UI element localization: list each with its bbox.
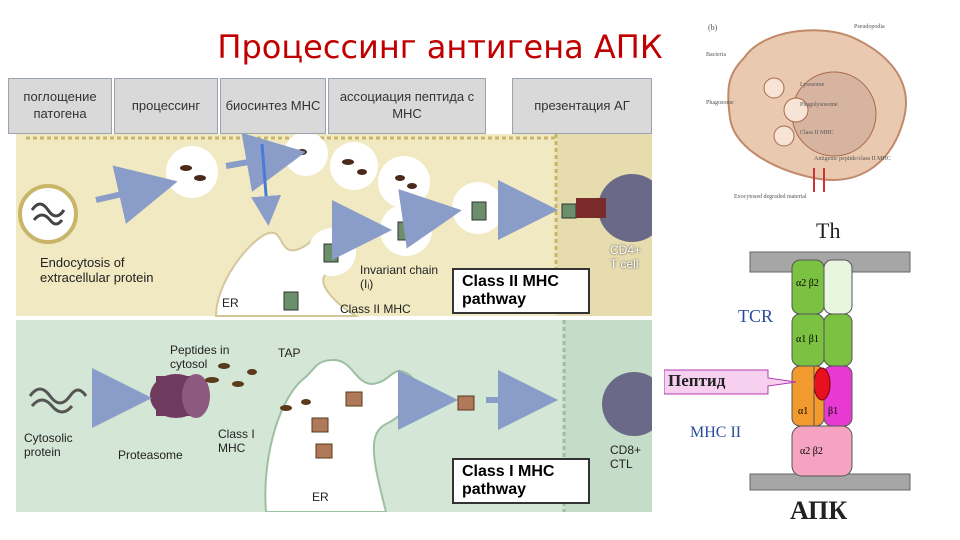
tap-label: TAP [278,346,301,360]
peptide-callout [664,369,797,395]
mhc-domain-alpha1: α1 [798,406,808,417]
apk-label: АПК [790,496,848,525]
class1-pathway-box: Class I MHC pathway [452,458,590,504]
inset-label-3: Phagosome [706,100,734,106]
endocytosis-vesicle [18,184,78,244]
step-presentation: презентация АГ [512,78,652,134]
class1-mhc-label: Class I MHC [218,427,255,455]
vesicle [166,146,218,198]
cd4-label: CD4+ T cell [610,243,642,271]
cytosolic-protein-label: Cytosolic protein [24,431,73,459]
mhc2-label: МНС II [690,424,742,441]
peptides-cytosol-label: Peptides in cytosol [170,343,230,371]
tcr-label: TCR [738,306,774,326]
class2-pathway-box: Class II MHC pathway [452,268,590,314]
inset-label-0: Pseudopodia [854,24,885,30]
mhc-domain-alpha2-beta2: α2 β2 [800,446,823,457]
tcr-domain-1: α1 β1 [796,334,819,345]
cd8-ctl-icon [602,372,652,436]
step-label: биосинтез МНС [225,97,321,113]
mhc-alpha2-beta2 [791,425,853,477]
invariant-chain-label: Invariant chain (Iᵢ) [360,263,439,291]
proteasome-label: Proteasome [118,448,183,462]
er-label-class2: ER [222,296,239,310]
peptide-label: Пептид [668,371,726,390]
cd4-tcell-icon [598,174,652,242]
cd8-label: CD8+ CTL [610,443,642,471]
phagocytosis-inset: (b) Pseudopodia Bacteria Lysosome Phagos… [706,23,907,200]
pathway-figure [16,134,652,512]
class2-mhc-label: Class II MHC [340,302,411,316]
tcr-mhc-schematic: α2 β2 α1 β1 α1 β1 α2 β2 [749,251,911,491]
tcr-beta1 [823,313,853,367]
inset-letter: (b) [708,23,718,32]
peptide-icon [813,367,831,401]
inset-label-5: Class II MHC [800,130,834,136]
vesicle [330,142,378,190]
step-mhc-biosynthesis: биосинтез МНС [220,78,326,134]
step-label: презентация АГ [534,97,630,113]
page-title: Процессинг антигена АПК [217,28,663,66]
tcr-domain-0: α2 β2 [796,278,819,289]
inset-label-1: Bacteria [706,52,726,58]
inset-label-7: Exocytosed degraded material [734,194,807,200]
step-processing: процессинг [114,78,218,134]
cytosolic-protein-icon [28,387,88,414]
step-label: поглощение патогена [23,89,97,121]
th-label: Th [816,218,841,243]
endocytosis-label: Endocytosis of extracellular protein [40,255,154,285]
step-label: процессинг [131,97,201,113]
er-class1 [264,358,417,512]
mhc-domain-beta1: β1 [828,406,838,417]
step-uptake: поглощение патогена [8,78,112,134]
inset-label-2: Lysosome [800,82,825,88]
er-label-class1: ER [312,490,329,504]
step-label: ассоциация пептида с МНС [339,89,475,121]
inset-label-4: Phagolysosome [800,102,838,108]
step-peptide-association: ассоциация пептида с МНС [328,78,486,134]
tcr-beta2 [823,259,853,315]
vesicle [378,156,430,208]
inset-label-6: Antigenic peptide/class II MHC [814,156,891,162]
